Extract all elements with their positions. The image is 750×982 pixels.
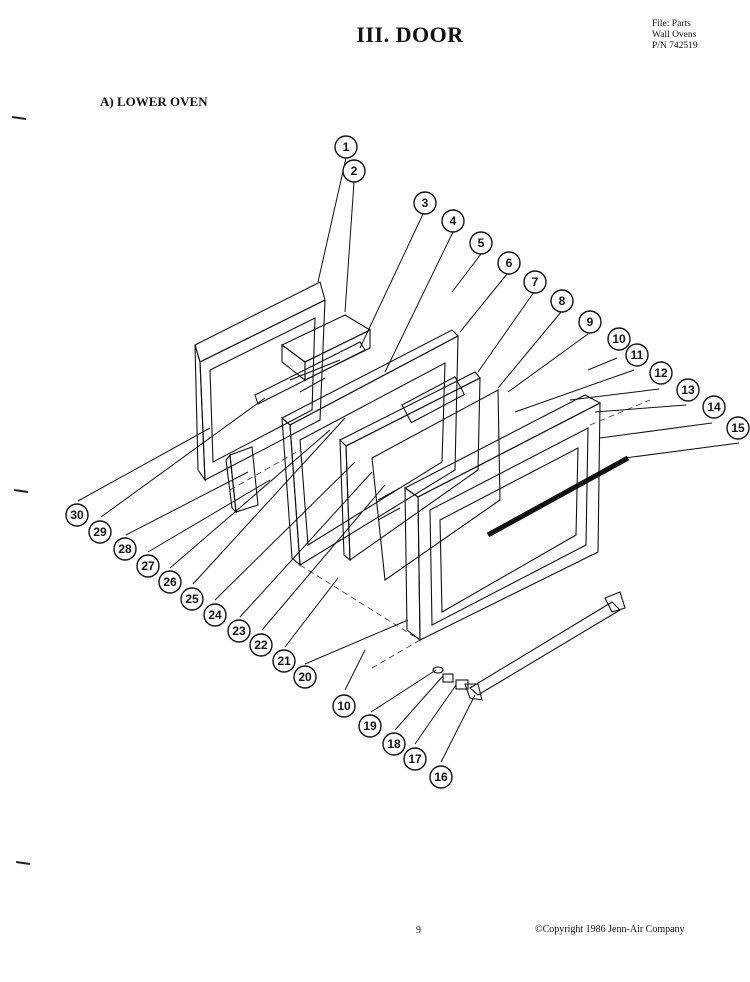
callout-20: 20 <box>293 665 317 689</box>
svg-text:19: 19 <box>363 719 377 733</box>
svg-text:30: 30 <box>70 508 84 522</box>
svg-text:8: 8 <box>559 294 566 308</box>
file-info: File: Parts Wall Ovens P/N 742519 <box>652 19 698 52</box>
callout-3: 3 <box>413 191 437 215</box>
callout-6: 6 <box>497 251 521 275</box>
callout-11: 11 <box>625 343 649 367</box>
callout-25: 25 <box>180 587 204 611</box>
svg-text:12: 12 <box>654 366 668 380</box>
callout-14: 14 <box>702 395 726 419</box>
callout-23: 23 <box>227 619 251 643</box>
svg-text:10: 10 <box>612 332 626 346</box>
svg-text:28: 28 <box>118 542 132 556</box>
handle-trim-bar <box>486 455 630 538</box>
callout-18: 18 <box>382 732 406 756</box>
svg-text:9: 9 <box>587 315 594 329</box>
svg-text:21: 21 <box>277 654 291 668</box>
page-title: III. DOOR <box>356 22 464 47</box>
svg-text:6: 6 <box>506 256 513 270</box>
svg-text:25: 25 <box>185 592 199 606</box>
callout-9: 9 <box>578 310 602 334</box>
callout-28: 28 <box>113 537 137 561</box>
svg-text:24: 24 <box>208 608 222 622</box>
svg-text:2: 2 <box>351 164 358 178</box>
svg-text:13: 13 <box>681 383 695 397</box>
callout-30: 30 <box>65 503 89 527</box>
inner-glass-panel <box>254 341 366 405</box>
callout-12: 12 <box>649 361 673 385</box>
file-info-line: P/N 742519 <box>652 41 698 51</box>
assembly-guides <box>229 399 651 669</box>
callout-27: 27 <box>136 554 160 578</box>
file-info-line: Wall Ovens <box>652 30 697 40</box>
callout-17: 17 <box>403 747 427 771</box>
svg-text:5: 5 <box>478 236 485 250</box>
callout-21: 21 <box>272 649 296 673</box>
svg-text:23: 23 <box>232 624 246 638</box>
svg-text:14: 14 <box>707 400 721 414</box>
callout-10: 10 <box>607 327 631 351</box>
copyright-notice: ©Copyright 1986 Jenn-Air Company <box>535 924 685 935</box>
callout-16: 16 <box>429 765 453 789</box>
page-number: 9 <box>416 925 421 936</box>
callout-13: 13 <box>676 378 700 402</box>
svg-text:26: 26 <box>163 575 177 589</box>
callout-24: 24 <box>203 603 227 627</box>
callout-29: 29 <box>88 520 112 544</box>
callout-1: 1 <box>334 135 358 159</box>
svg-text:15: 15 <box>731 421 745 435</box>
callout-7: 7 <box>523 270 547 294</box>
vent-plate <box>371 376 501 581</box>
svg-text:17: 17 <box>408 752 422 766</box>
callout-4: 4 <box>441 209 465 233</box>
callout-2: 2 <box>342 159 366 183</box>
svg-text:22: 22 <box>254 638 268 652</box>
inner-door-panel <box>339 371 481 562</box>
outer-door-frame <box>403 394 602 642</box>
door-back-frame <box>194 281 326 482</box>
callout-22: 22 <box>249 633 273 657</box>
callout-5: 5 <box>469 231 493 255</box>
svg-text:20: 20 <box>298 670 312 684</box>
svg-text:7: 7 <box>532 275 539 289</box>
svg-text:11: 11 <box>631 348 644 362</box>
svg-text:1: 1 <box>343 140 350 154</box>
callout-26: 26 <box>158 570 182 594</box>
callout-10-lower: 10 <box>332 694 356 718</box>
file-info-line: File: Parts <box>652 19 691 29</box>
svg-text:4: 4 <box>450 214 457 228</box>
lower-insulation-block <box>225 446 259 514</box>
door-liner-panel <box>281 329 459 567</box>
callout-19: 19 <box>358 714 382 738</box>
callout-8: 8 <box>550 289 574 313</box>
svg-text:18: 18 <box>387 737 401 751</box>
section-title: A) LOWER OVEN <box>100 94 208 109</box>
svg-text:3: 3 <box>422 196 429 210</box>
door-handle <box>464 591 626 701</box>
callout-15: 15 <box>726 416 750 440</box>
leader-lines <box>77 157 740 763</box>
svg-text:10: 10 <box>337 699 351 713</box>
svg-text:16: 16 <box>434 770 448 784</box>
handle-fittings <box>432 666 469 690</box>
svg-text:27: 27 <box>141 559 155 573</box>
svg-text:29: 29 <box>93 525 107 539</box>
